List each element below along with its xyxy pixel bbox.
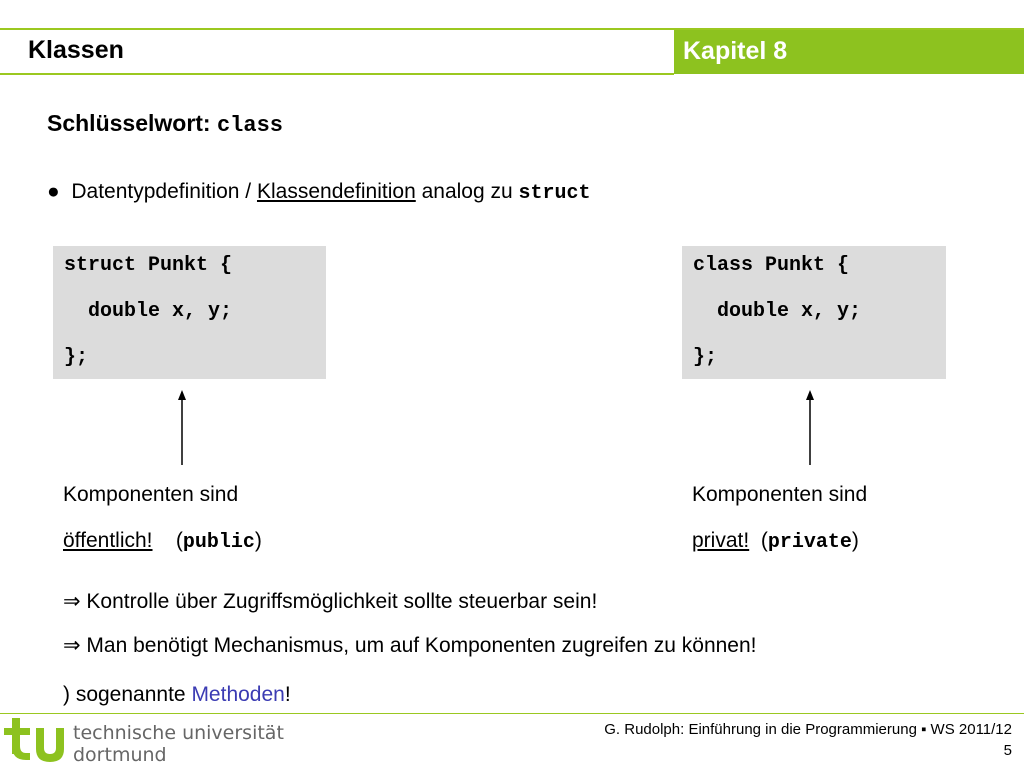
consequence-end: ! [284,683,291,706]
bullet-text-2: analog zu [415,180,519,203]
page-title: Klassen [28,36,124,64]
left-label-line2: öffentlich! (public) [63,529,262,554]
chapter-badge [674,30,1024,74]
bullet-item: ● Datentypdefinition / Klassendefinition… [47,180,591,205]
right-label-line2: privat! (private) [692,529,859,554]
left-paren-open: ( [175,529,183,552]
code-block-struct: struct Punkt { double x, y; }; [53,246,326,379]
right-label-keyword: private [767,531,852,554]
left-label-line1: Komponenten sind [63,483,239,506]
slide-subheading: Schlüsselwort: class [47,110,283,138]
left-paren-close: ) [254,529,262,552]
footer-credit: G. Rudolph: Einführung in die Programmie… [604,721,1012,738]
subheading-text: Schlüsselwort: [47,110,217,136]
header-top-rule [0,28,1024,30]
code-line: }; [693,346,718,369]
code-line: double x, y; [64,300,233,323]
consequence-text: ) sogenannte [63,683,192,706]
bullet-dot: ● [47,180,60,203]
arrow-up-icon [806,390,814,465]
bullet-text-1: Datentypdefinition / [71,180,257,203]
tu-logo-icon [4,718,64,762]
bullet-underlined-term: Klassendefinition [256,180,416,203]
left-label-word: öffentlich! [63,529,153,552]
left-label-keyword: public [182,531,255,554]
page-number: 5 [1003,742,1012,759]
header-bottom-rule [0,73,674,75]
logo-text-university: technische universität [73,722,284,744]
right-paren-close: ) [851,529,859,552]
code-line: class Punkt { [693,254,850,277]
logo-text-city: dortmund [73,744,167,766]
footer-rule [0,713,1024,714]
right-label-word: privat! [692,529,750,552]
code-line: double x, y; [693,300,862,323]
consequence-line: ⇒ Man benötigt Mechanismus, um auf Kompo… [63,634,757,657]
subheading-keyword: class [216,113,283,138]
methods-term: Methoden [191,683,285,706]
chapter-label: Kapitel 8 [683,37,788,65]
code-line: }; [64,346,89,369]
right-paren-open: ( [760,529,768,552]
consequence-line-methods: ) sogenannte Methoden! [63,683,291,707]
bullet-keyword: struct [518,182,591,205]
code-line: struct Punkt { [64,254,233,277]
right-label-line1: Komponenten sind [692,483,868,506]
code-block-class: class Punkt { double x, y; }; [682,246,946,379]
consequence-line: ⇒ Kontrolle über Zugriffsmöglichkeit sol… [63,590,598,613]
arrow-up-icon [178,390,186,465]
